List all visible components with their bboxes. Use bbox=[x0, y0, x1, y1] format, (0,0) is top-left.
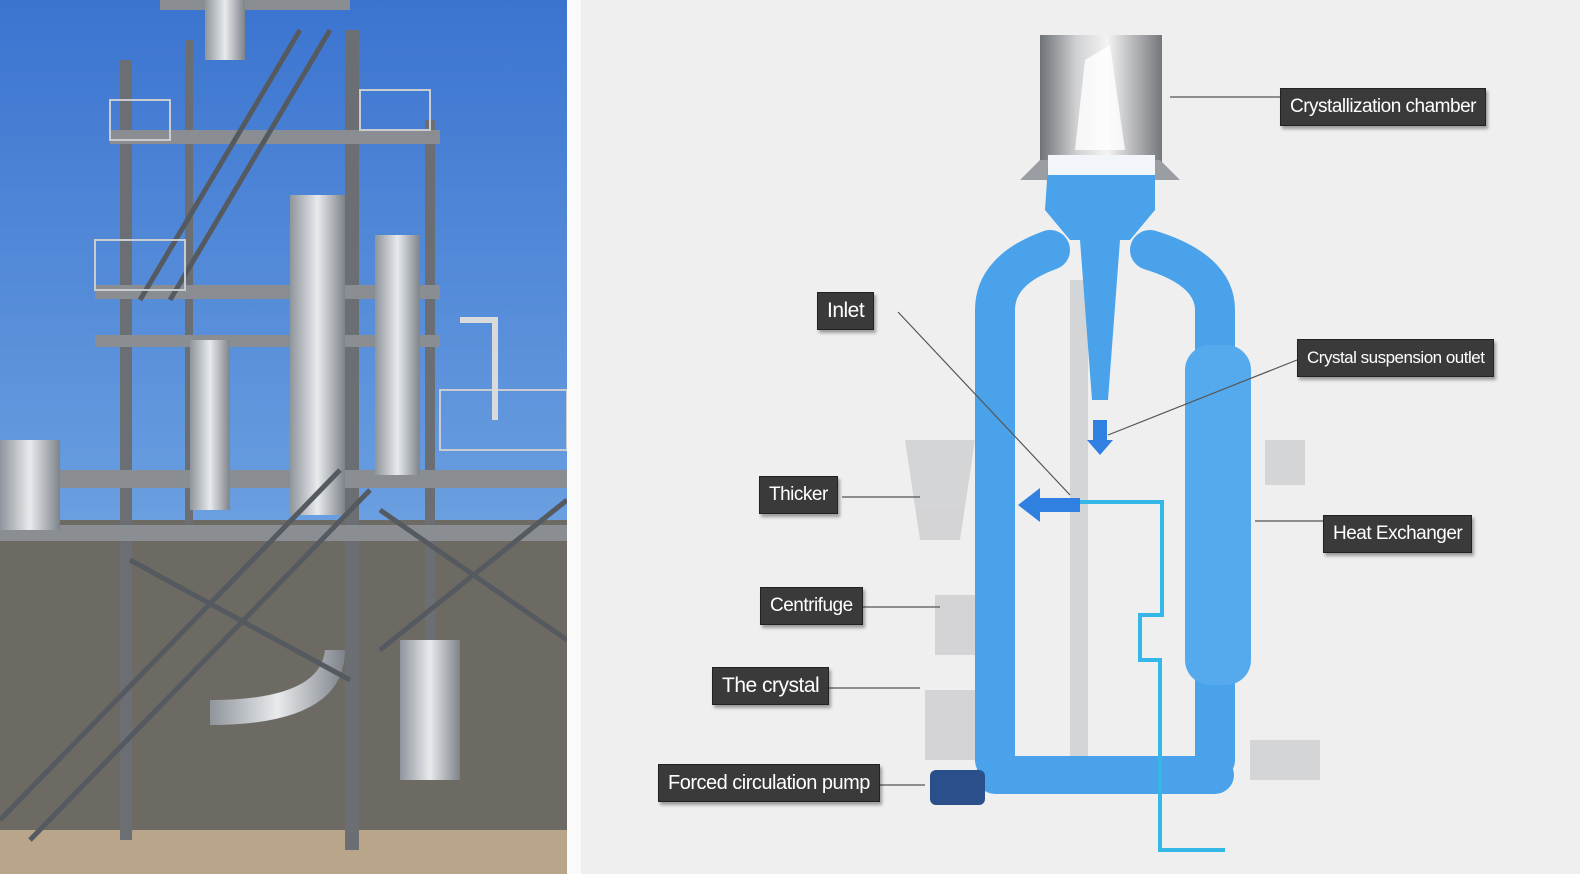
label-crystallization-chamber: Crystallization chamber bbox=[1280, 88, 1486, 126]
label-forced-circulation-pump: Forced circulation pump bbox=[658, 764, 880, 802]
label-thicker: Thicker bbox=[759, 476, 838, 514]
crystallizer-drawing bbox=[824, 35, 1323, 852]
background-equipment bbox=[905, 280, 1320, 780]
label-centrifuge: Centrifuge bbox=[760, 587, 863, 625]
label-the-crystal: The crystal bbox=[712, 667, 830, 705]
circulation-loop bbox=[975, 230, 1235, 794]
inlet-arrow-icon bbox=[1018, 488, 1080, 522]
label-crystal-suspension-outlet: Crystal suspension outlet bbox=[1297, 339, 1495, 377]
pump-body bbox=[930, 770, 985, 805]
label-heat-exchanger: Heat Exchanger bbox=[1323, 515, 1473, 553]
outlet-arrow-icon bbox=[1087, 420, 1113, 455]
inlet-feed-line bbox=[1080, 500, 1225, 852]
forced-circulation-crystallizer-diagram: Crystallization chamber Inlet Crystal su… bbox=[581, 0, 1580, 874]
image-divider bbox=[567, 0, 581, 874]
label-inlet: Inlet bbox=[817, 292, 875, 330]
plant-photo bbox=[0, 0, 567, 874]
